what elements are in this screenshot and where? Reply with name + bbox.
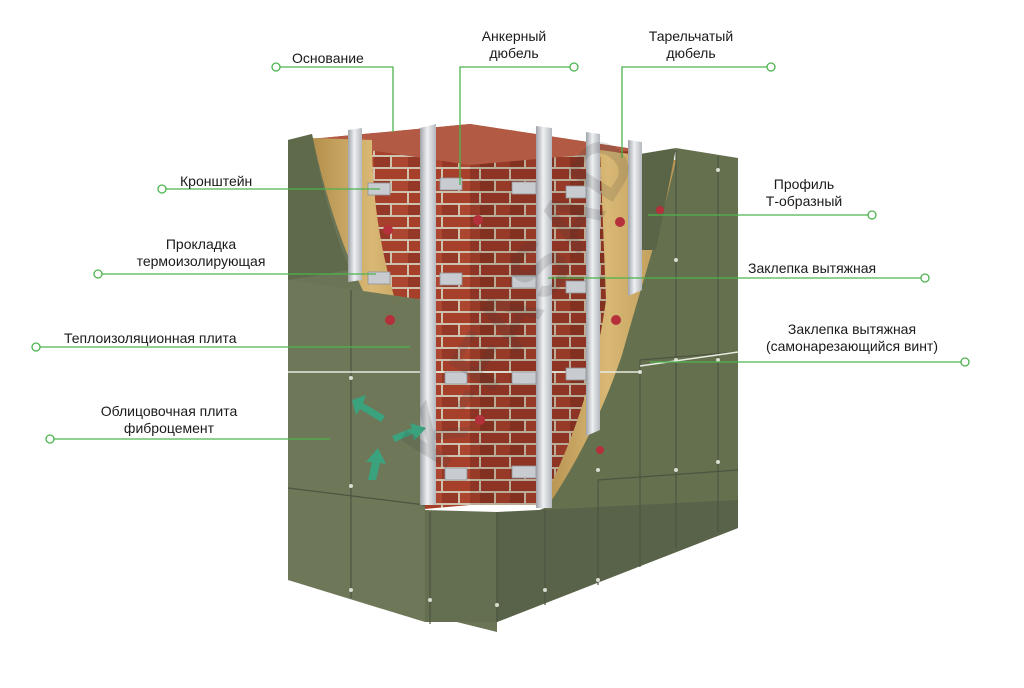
airflow-arrows [352,395,426,480]
label-self-tapping-rivet: Заклепка вытяжная (самонарезающийся винт… [752,321,952,355]
label-t-profile-line2: Т-образный [765,193,843,209]
label-thermal-pad: Прокладка термоизолирующая [130,236,272,270]
label-bracket: Кронштейн [180,173,253,189]
label-cladding-line1: Облицовочная плита [100,403,238,419]
cladding-panels [287,134,739,632]
label-blind-rivet: Заклепка вытяжная [748,260,877,276]
label-cladding-line2: фиброцемент [123,420,215,436]
t-profiles [348,124,642,508]
leader-endpoints [31,62,970,444]
brackets [367,177,587,481]
label-self-tapping-line1: Заклепка вытяжная [787,321,917,337]
label-anchor-dowel-line1: Анкерный [481,28,547,44]
label-disc-dowel-line2: дюбель [666,45,716,61]
label-thermal-pad-line1: Прокладка [165,236,237,252]
label-anchor-dowel-line2: дюбель [489,45,539,61]
label-t-profile: Профиль Т-образный [756,176,852,210]
leader-lines [36,66,965,440]
label-cladding: Облицовочная плита фиброцемент [84,403,254,437]
label-thermal-pad-line2: термоизолирующая [136,253,266,269]
label-self-tapping-line2: (самонарезающийся винт) [765,338,939,354]
label-anchor-dowel: Анкерный дюбель [474,28,554,62]
label-disc-dowel: Тарельчатый дюбель [638,28,744,62]
label-base: Основание [292,50,364,66]
label-disc-dowel-line1: Тарельчатый [648,28,734,44]
label-insulation-board: Теплоизоляционная плита [64,330,237,346]
label-t-profile-line1: Профиль [773,176,835,192]
disc-dowels [383,206,664,454]
